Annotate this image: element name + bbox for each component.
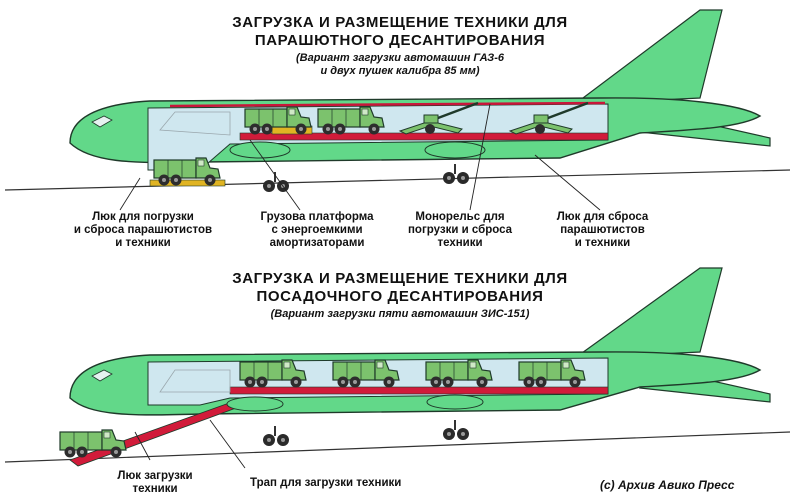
bottom-subtitle: (Вариант загрузки пяти автомашин ЗИС-151… <box>270 308 530 320</box>
top-title-line2: ПАРАШЮТНОГО ДЕСАНТИРОВАНИЯ <box>254 32 546 49</box>
bottom-title-line2: ПОСАДОЧНОГО ДЕСАНТИРОВАНИЯ <box>256 288 544 305</box>
credit: (с) Архив Авико Пресс <box>600 478 735 492</box>
ground-line-bottom <box>4 431 791 463</box>
cargo-floor-top <box>239 132 609 141</box>
label-ramp: Трап для загрузки техники <box>250 477 402 489</box>
top-subtitle-line1: (Вариант загрузки автомашин ГАЗ-6 <box>295 52 504 64</box>
aircraft-top <box>4 9 791 211</box>
cargo-floor-bottom <box>229 386 609 395</box>
bottom-title-line1: ЗАГРУЗКА И РАЗМЕЩЕНИЕ ТЕХНИКИ ДЛЯ <box>232 270 568 287</box>
aircraft-bottom <box>4 267 791 469</box>
top-title-line1: ЗАГРУЗКА И РАЗМЕЩЕНИЕ ТЕХНИКИ ДЛЯ <box>232 14 568 31</box>
monorail-top <box>169 101 606 108</box>
ground-line-top <box>4 169 791 191</box>
top-subtitle-line2: и двух пушек калибра 85 мм) <box>320 65 480 77</box>
